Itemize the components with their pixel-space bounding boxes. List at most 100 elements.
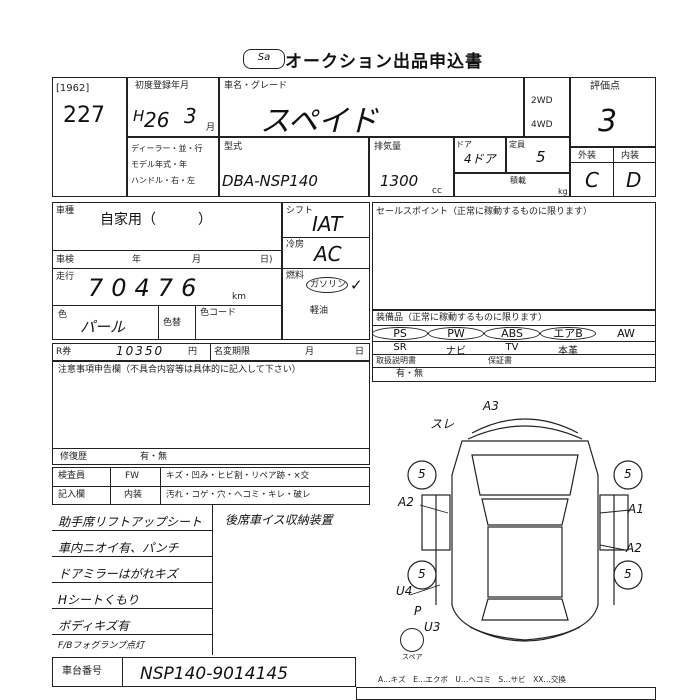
name-box: [219, 77, 524, 137]
lot-small: [1962]: [56, 83, 90, 94]
color-change-label: 色替: [163, 318, 182, 328]
damage-row2: 汚れ・コゲ・穴・ヘコミ・キレ・破レ: [166, 490, 311, 500]
lot-box: [52, 77, 127, 197]
chassis-label: 車台番号: [62, 666, 102, 677]
ext-grade: C: [585, 168, 599, 192]
diesel-label: 軽油: [310, 306, 329, 316]
capacity-label: 定員: [509, 140, 525, 149]
sales-point-box: [372, 202, 656, 310]
equipment-item: ナビ: [446, 346, 466, 357]
footer-legend: A…キズ E…エクボ U…ヘコミ S…サビ XX…交換: [378, 675, 566, 684]
mark-p: P: [414, 604, 422, 618]
check-label: 検査員: [58, 471, 86, 481]
entry-label: 記入欄: [58, 490, 86, 500]
score-label: 評価点: [590, 81, 620, 92]
recycle-value: 10350: [116, 344, 165, 358]
cc-box: [369, 137, 454, 197]
mileage-value: 70476: [88, 274, 205, 302]
car-name: スペイド: [260, 104, 378, 139]
aircon-label: 冷房: [286, 240, 305, 250]
color-value: パール: [80, 318, 126, 336]
model-year-label: モデル年式・年: [131, 160, 187, 169]
damage-row1: キズ・凹み・ヒビ割・リペア跡・×交: [166, 471, 310, 481]
score-box: [570, 77, 656, 147]
note-line3: ドアミラーはがれキズ: [58, 567, 178, 581]
inspection-month: 月: [192, 255, 202, 265]
model-box: [219, 137, 369, 197]
warranty-label: 保証書: [488, 356, 512, 365]
model-value: DBA-NSP140: [222, 172, 318, 190]
chassis-value: NSP140-9014145: [140, 664, 289, 684]
mark-sure: スレ: [430, 417, 455, 431]
reg-month-unit: 月: [206, 123, 216, 133]
equipment-item: ABS: [484, 327, 540, 340]
reg-month: 3: [184, 104, 197, 128]
dealer-box: [127, 137, 219, 197]
reg-box: [127, 77, 219, 137]
model-label: 型式: [224, 142, 243, 152]
notes-box: [52, 361, 370, 465]
name-change-month: 月: [305, 347, 315, 357]
recycle-unit: 円: [188, 347, 198, 357]
wheel-rl: 5: [418, 567, 426, 581]
score-value: 3: [598, 104, 618, 139]
use-label: 車種: [56, 206, 75, 216]
equipment-item: AW: [617, 327, 635, 340]
mid-block: [282, 202, 370, 340]
mark-a3: A3: [483, 399, 499, 413]
drive-2wd: 2WD: [531, 96, 553, 106]
footer-box: [356, 687, 656, 700]
name-change-label: 名変期限: [214, 347, 251, 357]
handle-label: ハンドル・右・左: [131, 176, 195, 185]
cc-value: 1300: [380, 172, 419, 190]
equipment-label: 装備品（正常に稼動するものに限ります）: [376, 313, 548, 323]
mark-a2-left: A2: [398, 495, 414, 509]
equipment-item: エアB: [540, 327, 596, 340]
record-value: 有・無: [140, 452, 168, 462]
equipment-item: PW: [428, 327, 484, 340]
doors-label: ドア: [456, 140, 472, 149]
brand-logo: Sa: [243, 49, 285, 69]
owner-manual-value: 有・無: [396, 369, 424, 379]
cc-label: 排気量: [374, 142, 402, 152]
mileage-label: 走行: [56, 272, 75, 282]
lot-number: 227: [63, 103, 105, 128]
sales-point-label: セールスポイント（正常に稼動するものに限ります）: [376, 207, 593, 217]
mark-a2-right: A2: [626, 541, 642, 555]
ext-label: 外装: [578, 151, 597, 161]
inspection-label: 車検: [56, 255, 75, 265]
color-code-label: 色コード: [200, 308, 237, 318]
use-value: 自家用（ ）: [100, 212, 212, 228]
wheel-fl: 5: [418, 467, 426, 481]
color-label: 色: [58, 310, 68, 320]
drive-4wd: 4WD: [531, 120, 553, 130]
owner-manual-label: 取扱説明書: [376, 356, 416, 365]
name-label: 車名・グレード: [224, 81, 288, 91]
fuel-label: 燃料: [286, 271, 305, 281]
weight-label: 積載: [510, 176, 526, 185]
int-grade: D: [626, 168, 642, 192]
note-line6: F/Bフォグランプ点灯: [58, 641, 145, 651]
notes-label: 注意事項申告欄（不具合内容等は具体的に記入して下さい）: [58, 365, 301, 375]
equipment-item: TV: [505, 342, 519, 353]
document-title: オークション出品申込書: [285, 52, 483, 72]
reg-year: 26: [144, 108, 170, 132]
capacity-value: 5: [536, 148, 546, 166]
note-line1: 助手席リフトアップシート: [58, 515, 203, 529]
inspection-year: 年: [132, 255, 142, 265]
spare-label: スペア: [402, 653, 423, 661]
weight-box: [454, 173, 570, 197]
cc-unit: cc: [432, 186, 442, 196]
name-change-day: 日: [355, 347, 365, 357]
int-label: 内装: [621, 151, 640, 161]
doors-value: 4ドア: [464, 152, 496, 166]
mark-a1: A1: [628, 502, 644, 516]
wheel-fr: 5: [624, 467, 632, 481]
mark-u4: U4: [396, 584, 413, 598]
shift-value: IAT: [312, 212, 343, 236]
dealer-label: ディーラー・並・行: [131, 144, 203, 153]
capacity-box: [506, 137, 570, 173]
spare-tire-icon: [400, 628, 424, 652]
car-diagram: [407, 418, 643, 642]
drive-box: [524, 77, 570, 137]
